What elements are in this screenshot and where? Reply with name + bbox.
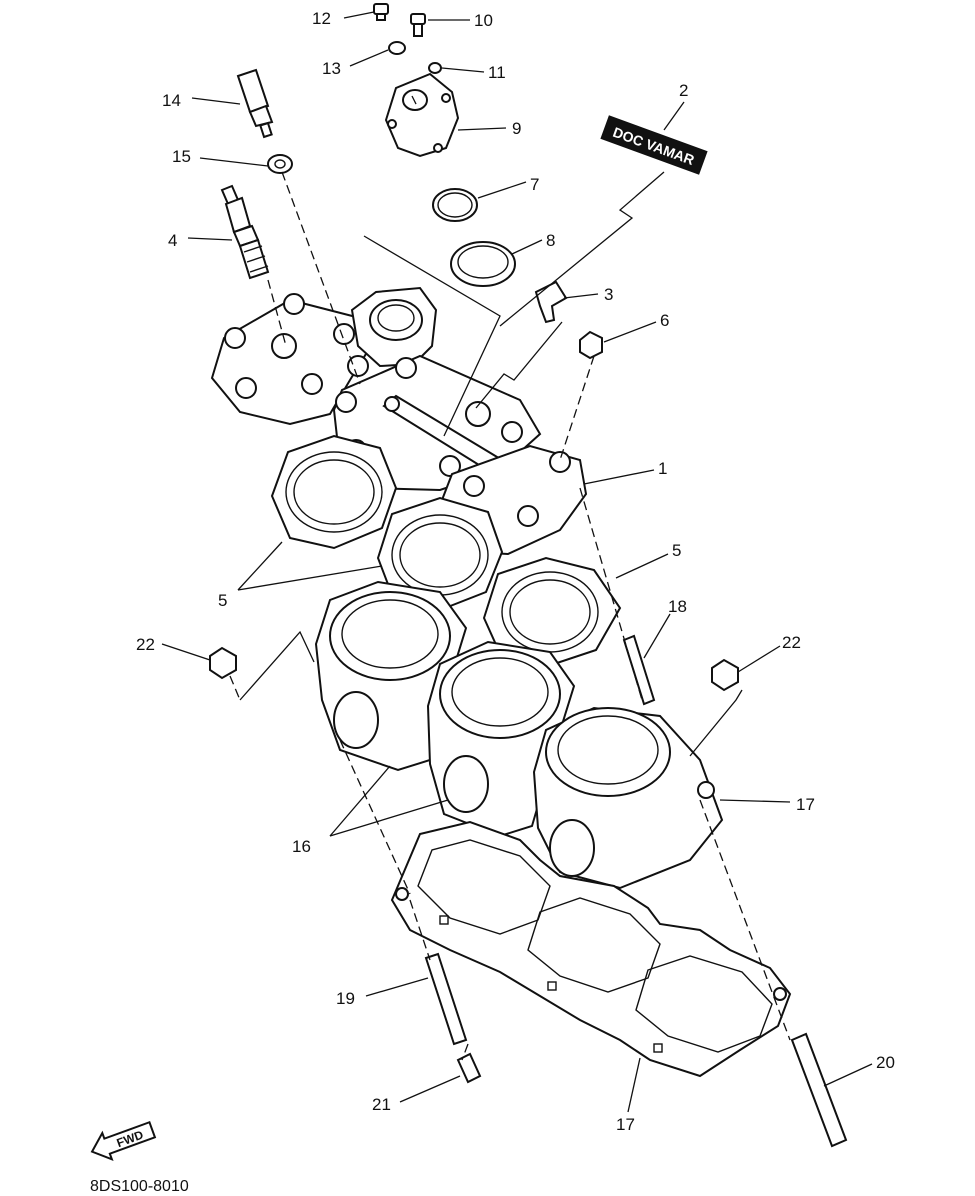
callout-5-right: 5 [672, 541, 681, 560]
decal-2: DOC VAMAR [600, 115, 708, 175]
gasket-15 [267, 154, 293, 174]
nut-22-left [209, 646, 237, 680]
callout-10: 10 [474, 11, 493, 30]
callout-8: 8 [546, 231, 555, 250]
washer-13 [388, 41, 406, 55]
stud-20 [790, 1032, 848, 1148]
callout-15: 15 [172, 147, 191, 166]
nut-21 [456, 1052, 482, 1084]
nut-22-right [711, 658, 739, 692]
callout-12: 12 [312, 9, 331, 28]
base-gasket-17 [390, 820, 792, 1078]
callout-5-left: 5 [218, 591, 227, 610]
fitting-3 [534, 280, 568, 324]
callout-11: 11 [488, 63, 506, 82]
callout-22-right: 22 [782, 633, 801, 652]
o-ring-7 [432, 188, 478, 222]
washer-11 [428, 62, 442, 74]
callout-2: 2 [679, 81, 688, 100]
thermostat-housing [350, 286, 438, 368]
stud-18 [622, 634, 656, 706]
cylinder-head-left [210, 293, 374, 426]
bolt-10 [410, 13, 426, 37]
callout-1: 1 [658, 459, 667, 478]
callout-3: 3 [604, 285, 613, 304]
callout-17-lower: 17 [616, 1115, 635, 1134]
callout-18: 18 [668, 597, 687, 616]
callout-7: 7 [530, 175, 539, 194]
stud-19 [424, 952, 468, 1046]
fwd-arrow-icon: FWD [90, 1120, 157, 1162]
bolt-12 [373, 3, 389, 21]
callout-17-upper: 17 [796, 795, 815, 814]
thermostat-cover-9 [384, 72, 460, 158]
nut-6 [579, 330, 603, 360]
temp-sensor-14 [236, 68, 274, 139]
gasket-8 [450, 241, 516, 287]
cylinder-head-center [332, 354, 542, 492]
callout-4: 4 [168, 231, 177, 250]
leader-lines [161, 11, 873, 1113]
callout-20: 20 [876, 1053, 895, 1072]
head-gasket-left [270, 434, 398, 550]
callout-22-left: 22 [136, 635, 155, 654]
cylinder-center [426, 640, 576, 838]
callout-14: 14 [162, 91, 181, 110]
catalog-code: 8DS100-8010 [90, 1178, 189, 1195]
callout-13: 13 [322, 59, 341, 78]
callout-9: 9 [512, 119, 521, 138]
callout-labels: 12 10 13 11 14 9 2 15 7 4 8 3 6 1 5 5 18… [136, 9, 895, 1134]
callout-19: 19 [336, 989, 355, 1008]
callout-21: 21 [372, 1095, 391, 1114]
spark-plug-4 [220, 184, 270, 280]
assembly-lines [229, 95, 791, 1061]
head-gasket-center [376, 496, 504, 612]
cylinder-right [532, 706, 724, 890]
callout-16: 16 [292, 837, 311, 856]
callout-6: 6 [660, 311, 669, 330]
